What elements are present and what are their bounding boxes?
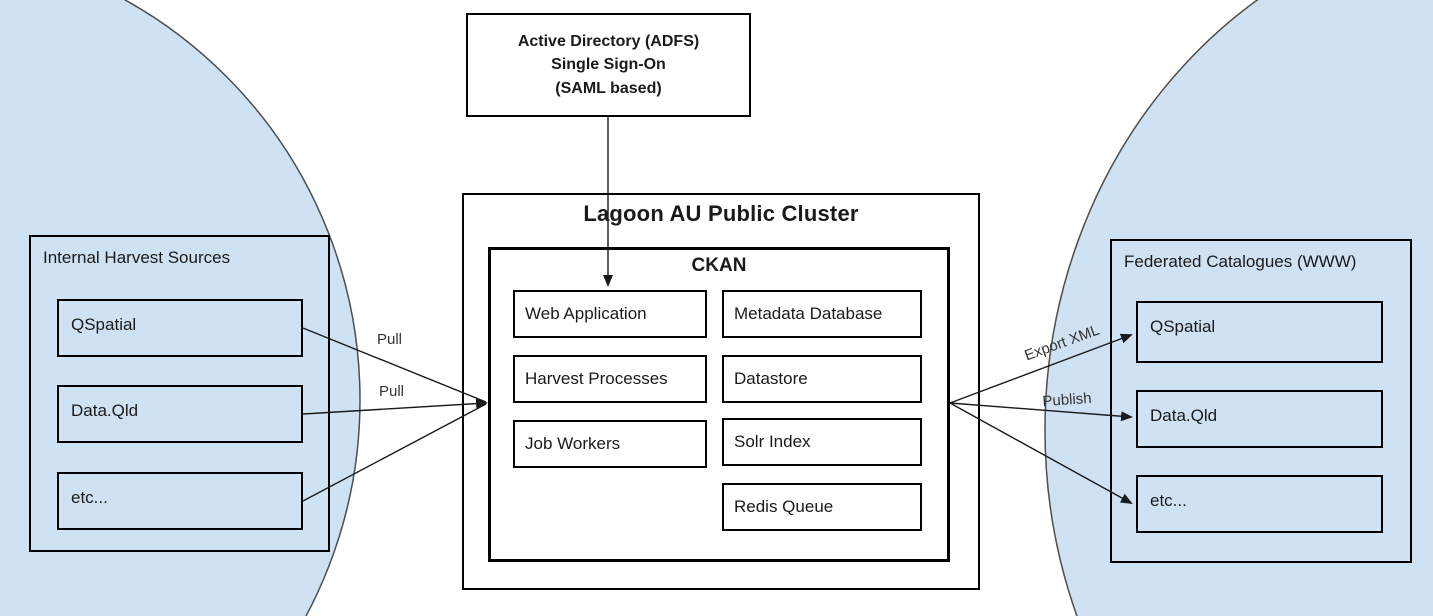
federated-catalogues-title: Federated Catalogues (WWW): [1124, 252, 1357, 271]
internal-sources-title: Internal Harvest Sources: [43, 248, 231, 267]
component-label: Datastore: [734, 369, 808, 388]
component-label: Solr Index: [734, 432, 811, 451]
internal-item-qspatial: QSpatial: [57, 299, 303, 357]
item-label: Data.Qld: [71, 401, 139, 420]
item-label: etc...: [71, 488, 108, 507]
sso-line-3: (SAML based): [555, 79, 662, 97]
component-datastore: Datastore: [722, 355, 922, 403]
component-metadata-database: Metadata Database: [722, 290, 922, 338]
federated-item-dataqld: Data.Qld: [1136, 390, 1383, 448]
component-label: Harvest Processes: [525, 369, 668, 388]
ckan-title: CKAN: [691, 255, 747, 276]
internal-item-etc: etc...: [57, 472, 303, 530]
lagoon-cluster-title: Lagoon AU Public Cluster: [583, 201, 859, 226]
pull-label-1: Pull: [377, 331, 403, 348]
sso-line-2: Single Sign-On: [551, 56, 666, 74]
item-label: Data.Qld: [1150, 406, 1218, 425]
sso-line-1: Active Directory (ADFS): [517, 33, 700, 51]
component-label: Job Workers: [525, 434, 621, 453]
component-web-application: Web Application: [513, 290, 707, 338]
federated-item-etc: etc...: [1136, 475, 1383, 533]
component-label: Web Application: [525, 304, 647, 323]
component-harvest-processes: Harvest Processes: [513, 355, 707, 403]
component-label: Redis Queue: [734, 497, 834, 516]
item-label: QSpatial: [71, 315, 137, 334]
component-job-workers: Job Workers: [513, 420, 707, 468]
component-label: Metadata Database: [734, 304, 883, 323]
item-label: etc...: [1150, 491, 1187, 510]
component-solr-index: Solr Index: [722, 418, 922, 466]
sso-box: Active Directory (ADFS) Single Sign-On (…: [466, 13, 751, 117]
internal-item-dataqld: Data.Qld: [57, 385, 303, 443]
component-redis-queue: Redis Queue: [722, 483, 922, 531]
item-label: QSpatial: [1150, 317, 1216, 336]
pull-label-2: Pull: [379, 383, 405, 400]
publish-label: Publish: [1041, 389, 1093, 411]
federated-item-qspatial: QSpatial: [1136, 301, 1383, 363]
